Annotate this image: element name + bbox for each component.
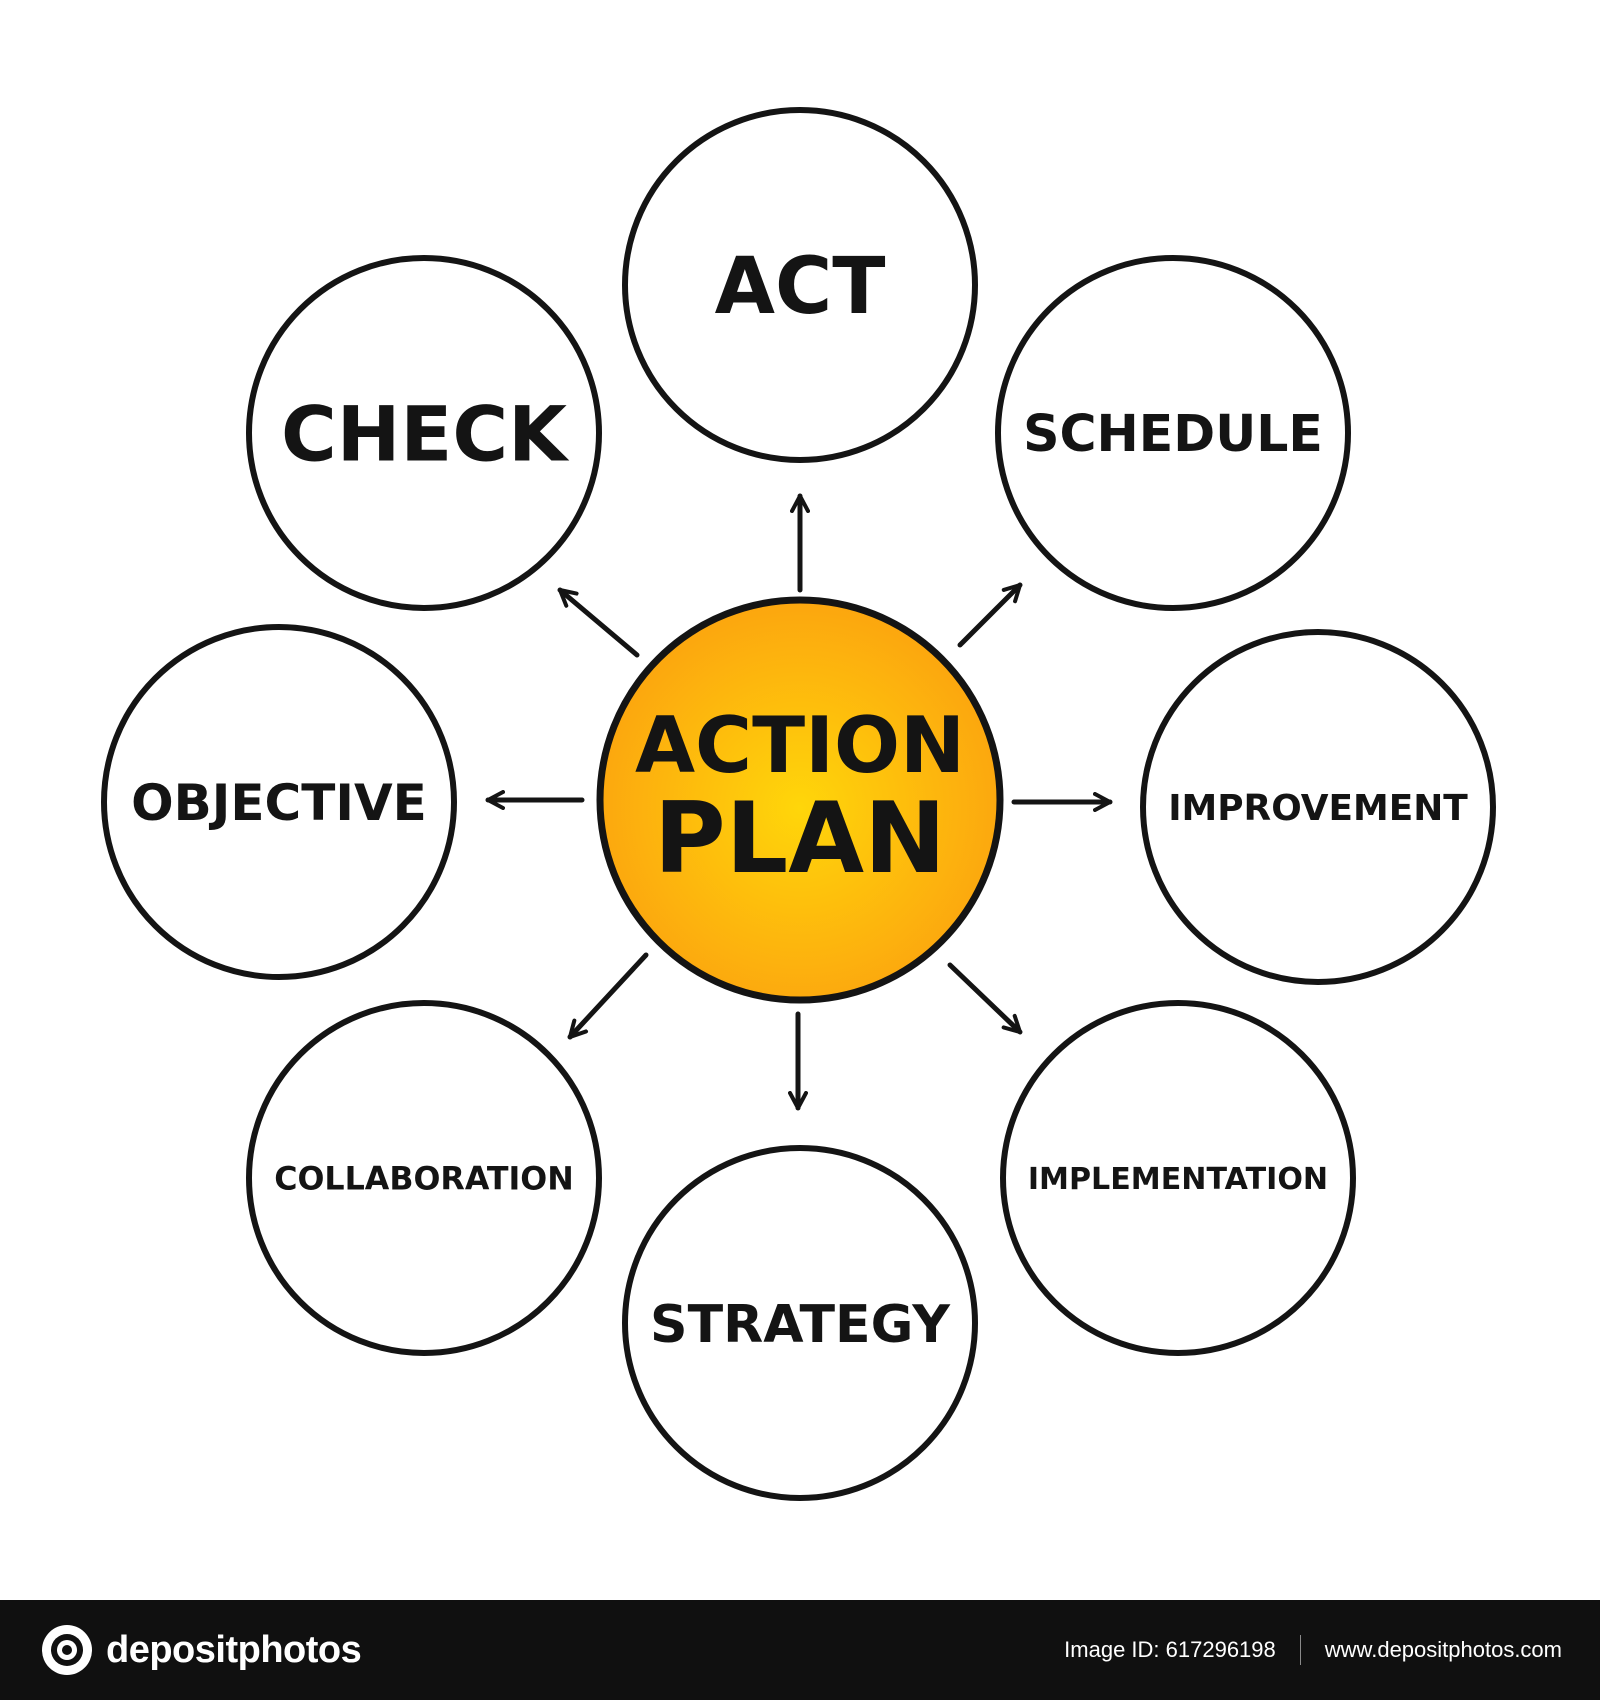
node-check: CHECK <box>246 255 602 611</box>
center-circle <box>596 596 1004 1004</box>
node-circle-implementation <box>1000 1000 1356 1356</box>
node-circle-improvement <box>1140 629 1496 985</box>
node-circle-act <box>622 107 978 463</box>
node-collaboration: COLLABORATION <box>246 1000 602 1356</box>
node-objective: OBJECTIVE <box>101 624 457 980</box>
outer-nodes: ACT SCHEDULE IMPROVEMENT IMPLEMENTATION STRA… <box>101 107 1496 1501</box>
node-circle-objective <box>101 624 457 980</box>
brand-name: depositphotos <box>106 1628 362 1671</box>
node-label-schedule: SCHEDULE <box>1023 404 1323 463</box>
footer-divider <box>1299 1635 1301 1665</box>
node-schedule: SCHEDULE <box>995 255 1351 611</box>
node-label-implementation: IMPLEMENTATION <box>1028 1162 1328 1197</box>
footer-info: Image ID: 617296198 www.depositphotos.co… <box>1064 1635 1562 1665</box>
node-label-check: CHECK <box>281 389 570 478</box>
node-label-strategy: STRATEGY <box>650 1295 951 1355</box>
node-circle-check <box>246 255 602 611</box>
node-strategy: STRATEGY <box>622 1145 978 1501</box>
center-label-line-2: PLAN <box>654 782 946 896</box>
center-node-action-plan: ACTION PLAN <box>596 596 1004 1004</box>
arrow-to-schedule <box>957 582 1023 648</box>
node-circle-schedule <box>995 255 1351 611</box>
mind-map-diagram: ACT SCHEDULE IMPROVEMENT IMPLEMENTATION STRA… <box>101 107 1496 1501</box>
node-implementation: IMPLEMENTATION <box>1000 1000 1356 1356</box>
arrow-to-check <box>557 587 640 658</box>
node-circle-strategy <box>622 1145 978 1501</box>
node-label-collaboration: COLLABORATION <box>274 1161 574 1197</box>
arrow-to-collaboration <box>567 952 649 1040</box>
connector-arrows <box>485 493 1113 1111</box>
node-label-act: ACT <box>715 242 886 332</box>
site-link[interactable]: www.depositphotos.com <box>1324 1637 1562 1662</box>
node-label-improvement: IMPROVEMENT <box>1168 788 1468 829</box>
stock-photo-footer-bar: depositphotos Image ID: 617296198 www.de… <box>0 1600 1600 1700</box>
camera-lens-logo-icon <box>42 1625 92 1675</box>
node-circle-collaboration <box>246 1000 602 1356</box>
arrow-to-implementation <box>947 962 1023 1035</box>
brand: depositphotos <box>40 1623 362 1677</box>
node-improvement: IMPROVEMENT <box>1140 629 1496 985</box>
center-label-line-1: ACTION <box>635 701 965 791</box>
node-label-objective: OBJECTIVE <box>131 774 427 832</box>
node-act: ACT <box>622 107 978 463</box>
image-id: Image ID: 617296198 <box>1064 1637 1276 1662</box>
